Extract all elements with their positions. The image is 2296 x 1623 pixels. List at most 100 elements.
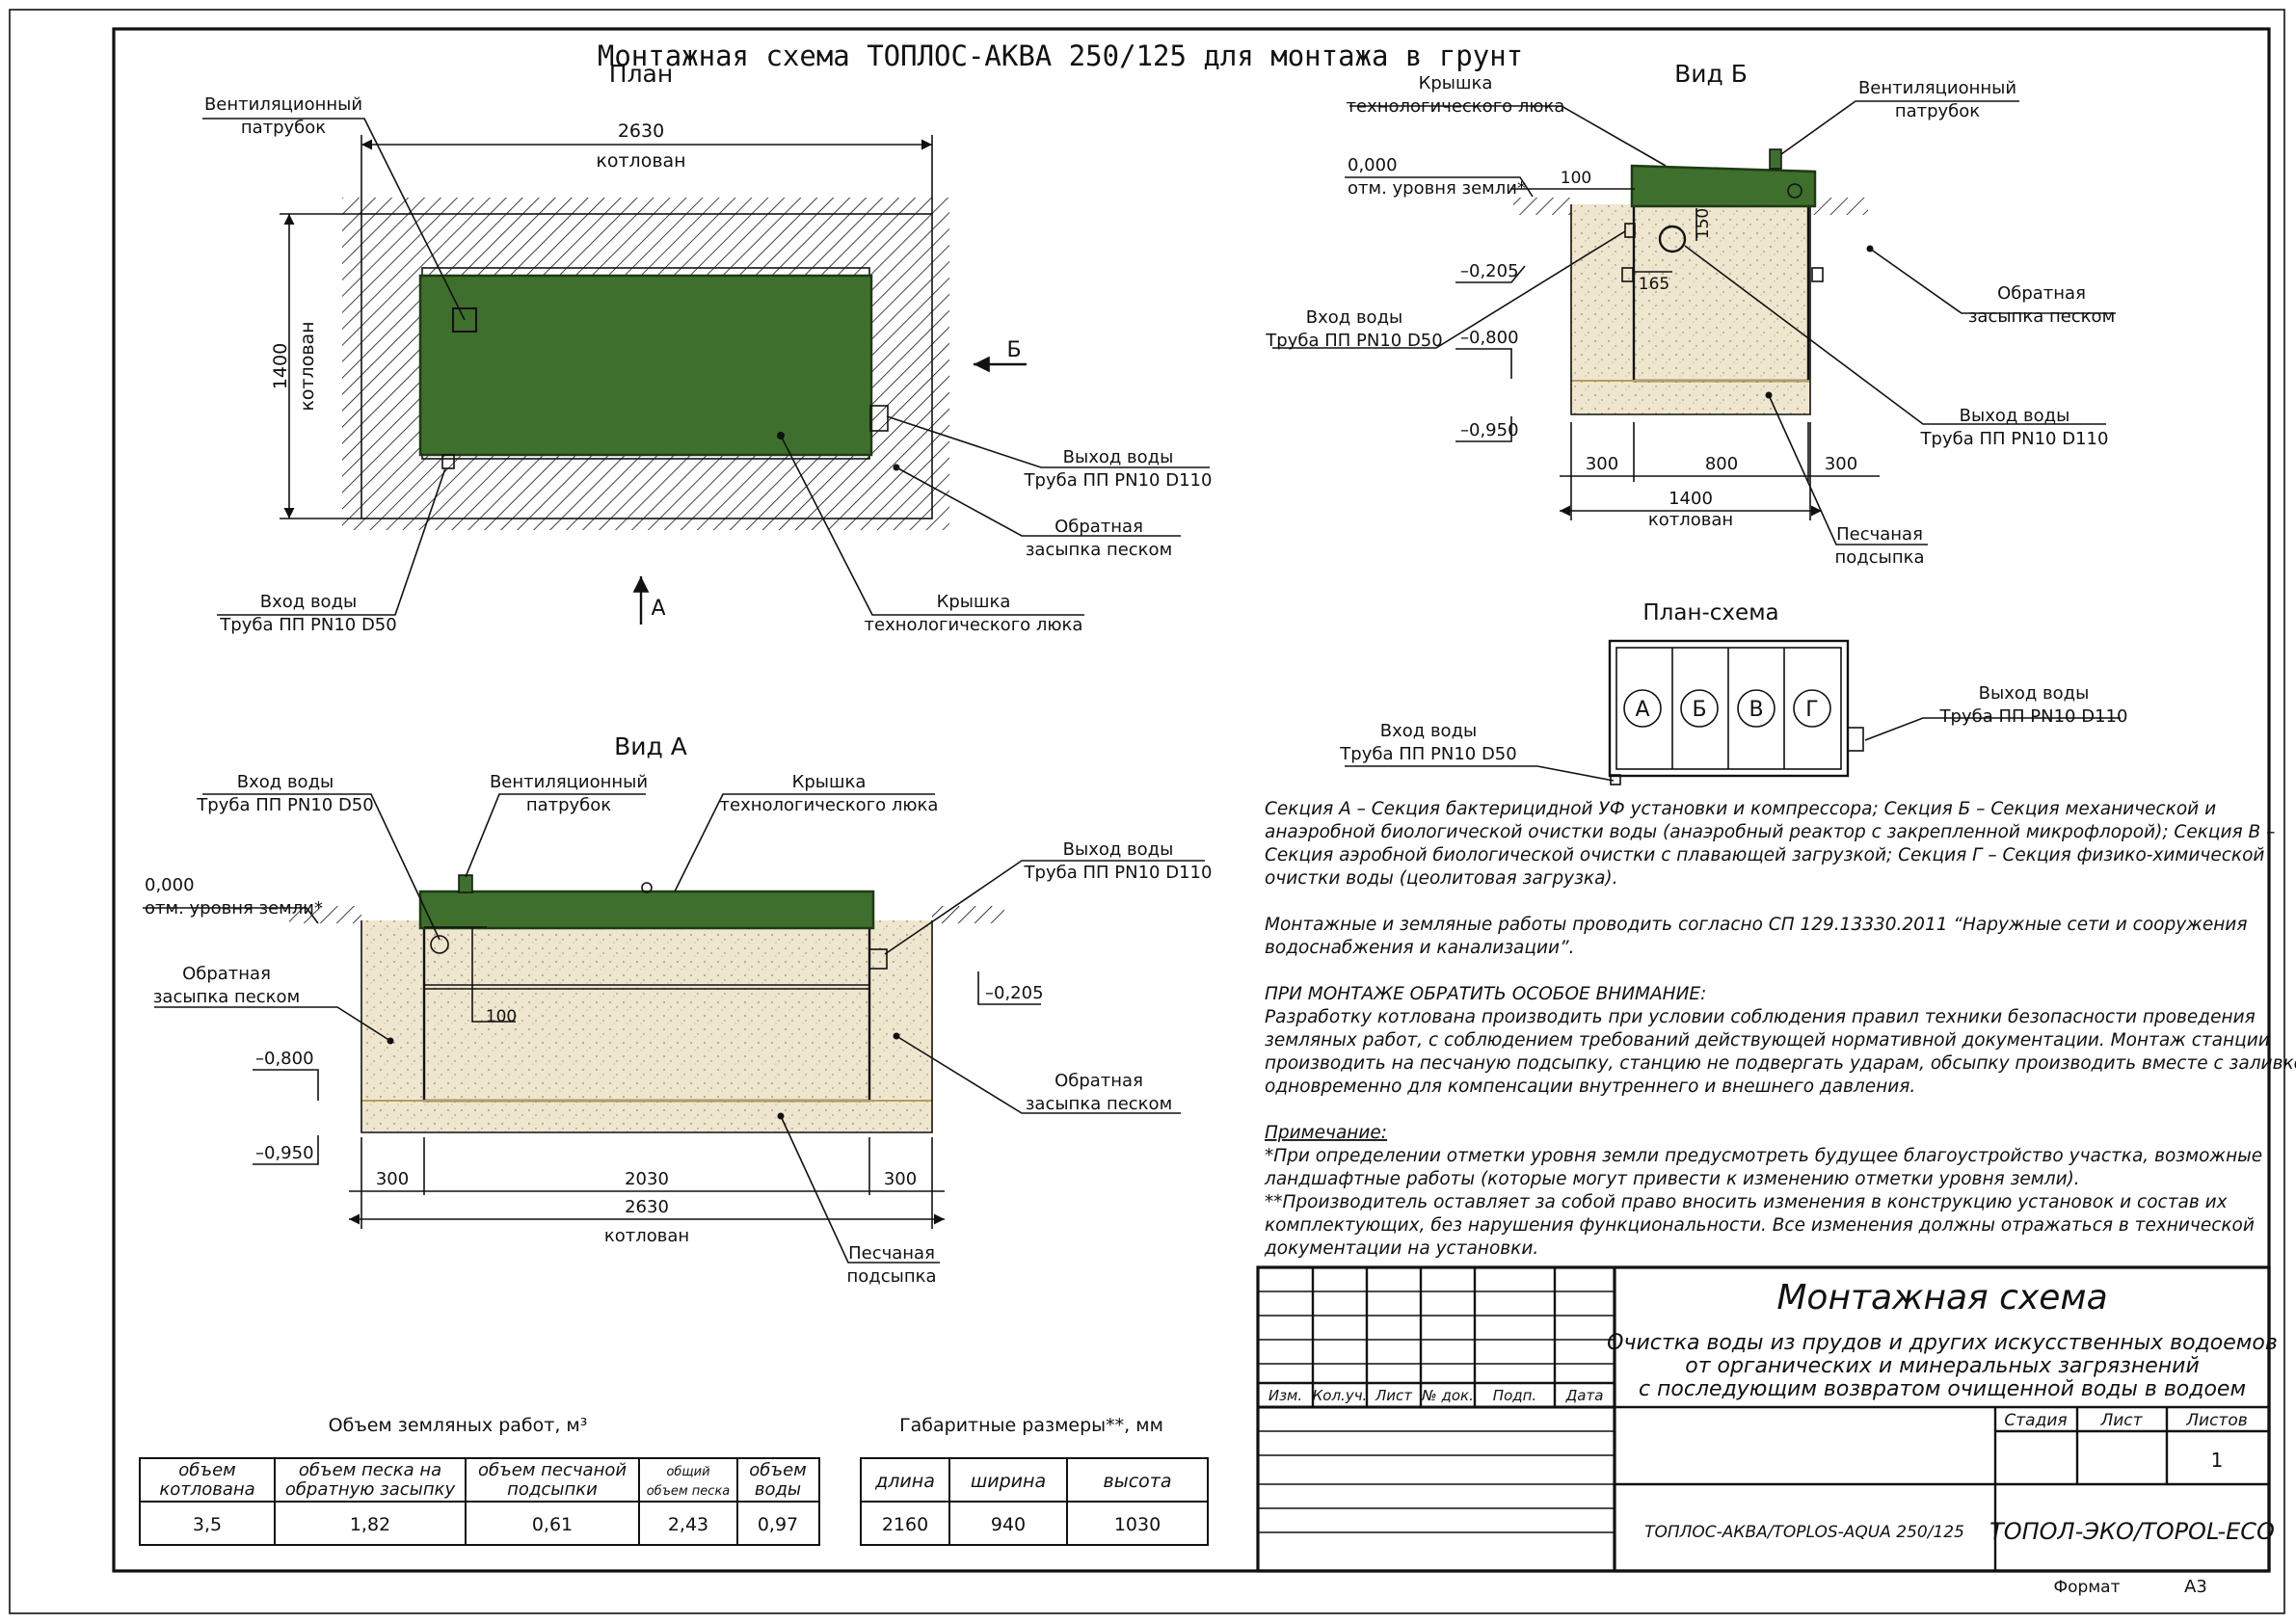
view-b-backfill-label-2: засыпка песком xyxy=(1968,306,2115,327)
view-a-lid-label-1: Крышка xyxy=(792,772,867,792)
earthworks-header: объем xyxy=(178,1460,235,1480)
view-a-lid-label-2: технологического люка xyxy=(720,795,939,815)
view-a-ground-label: отм. уровня земли* xyxy=(145,898,323,918)
view-b-sand-label-2: подсыпка xyxy=(1834,547,1924,568)
view-b-vent-label-2: патрубок xyxy=(1895,101,1980,121)
notes-line: *При определении отметки уровня земли пр… xyxy=(1265,1146,2262,1166)
earthworks-value: 0,61 xyxy=(532,1514,573,1535)
scheme-outlet-pipe xyxy=(1847,727,1864,752)
view-a: Вид А Вход воды Труба ПП PN10 D50 Вентил… xyxy=(143,732,1212,1287)
scheme-section-a: А xyxy=(1635,698,1649,722)
scheme-outlet-label-1: Выход воды xyxy=(1979,683,2090,704)
view-b-backfill-label-1: Обратная xyxy=(1997,283,2086,304)
view-a-vent-label-2: патрубок xyxy=(526,795,611,815)
view-b-dim-150: 150 xyxy=(1694,208,1713,239)
plan-tank-lid xyxy=(418,274,873,457)
view-b-total-note: котлован xyxy=(1648,510,1733,530)
outer-frame xyxy=(9,9,2285,1614)
plan-lid-leader xyxy=(780,435,1084,616)
notes-line: одновременно для компенсации внутреннего… xyxy=(1265,1077,1915,1097)
notes-line: **Производитель оставляет за собой право… xyxy=(1265,1192,2229,1212)
notes-line: Секция аэробной биологической очистки с … xyxy=(1265,845,2264,865)
earthworks-header: обратную засыпку xyxy=(285,1479,456,1500)
dimensions-value: 2160 xyxy=(882,1514,928,1535)
plan-vent-label-2: патрубок xyxy=(241,118,326,138)
plan-vent-pipe xyxy=(452,307,477,333)
view-a-sand-label-1: Песчаная xyxy=(848,1243,935,1264)
view-b-dim-165: 165 xyxy=(1639,275,1669,294)
view-b: Вид Б Крышка технологического люка Венти… xyxy=(1265,60,2116,568)
plan-view: План 2630 котлован 1400 котлован Б А Вен… xyxy=(202,60,1212,635)
view-b-sand-label-1: Песчаная xyxy=(1836,524,1923,545)
view-b-outlet-label-1: Выход воды xyxy=(1960,406,2070,426)
title-block-desc-1: Очистка воды из прудов и других искусств… xyxy=(1607,1331,2278,1355)
view-b-ground-right xyxy=(1810,198,1868,215)
view-a-vent-label-1: Вентиляционный xyxy=(490,772,648,792)
view-a-backfill-right-2: засыпка песком xyxy=(1026,1094,1172,1114)
plan-lid-label-2: технологического люка xyxy=(865,615,1083,635)
title-block-product: ТОПЛОС-АКВА/TOPLOS-AQUA 250/125 xyxy=(1644,1523,1964,1542)
title-block-heading: Монтажная схема xyxy=(1776,1278,2107,1317)
notes-line: ландшафтные работы (которые могут привес… xyxy=(1264,1169,2080,1189)
view-a-level-950: –0,950 xyxy=(255,1143,314,1163)
view-b-ground-leader xyxy=(1345,176,1534,198)
plan-outlet-label-2: Труба ПП PN10 D110 xyxy=(1024,470,1213,491)
view-b-lid-label-1: Крышка xyxy=(1419,73,1493,93)
notes-line: ПРИ МОНТАЖЕ ОБРАТИТЬ ОСОБОЕ ВНИМАНИЕ: xyxy=(1265,984,1706,1004)
notes-line: земляных работ, с соблюдением требований… xyxy=(1265,1030,2270,1051)
dimensions-header: высота xyxy=(1104,1471,1172,1492)
notes-line: производить на песчаную подсыпку, станци… xyxy=(1265,1053,2296,1074)
view-a-dim-300-left: 300 xyxy=(376,1169,409,1189)
earthworks-header: котлована xyxy=(159,1479,254,1500)
earthworks-header: воды xyxy=(755,1479,801,1500)
plan-width-note: котлован xyxy=(596,150,685,172)
view-b-inlet-leader xyxy=(1272,230,1626,349)
dimensions-header: ширина xyxy=(971,1471,1046,1492)
notes-line: Секция А – Секция бактерицидной УФ устан… xyxy=(1265,799,2216,819)
plan-inlet-label-2: Труба ПП PN10 D50 xyxy=(219,615,396,635)
plan-backfill-leader xyxy=(895,466,1181,537)
earthworks-header: объем песка на xyxy=(299,1460,441,1480)
view-b-vent-leader xyxy=(1780,100,2019,155)
notes-line: комплектующих, без нарушения функциональ… xyxy=(1265,1215,2255,1236)
view-b-lid xyxy=(1630,164,1817,208)
earthworks-value: 2,43 xyxy=(668,1514,708,1535)
view-b-vent-label-1: Вентиляционный xyxy=(1858,78,2016,98)
plan-inlet-label-1: Вход воды xyxy=(260,592,357,612)
view-b-ground-left xyxy=(1513,198,1571,215)
scheme-inlet-label-2: Труба ПП PN10 D50 xyxy=(1339,744,1516,764)
earthworks-header: общий xyxy=(666,1465,709,1479)
view-a-total: 2630 xyxy=(625,1197,669,1217)
plan-backfill-label-2: засыпка песком xyxy=(1026,540,1172,560)
scheme-section-g: Г xyxy=(1805,698,1818,722)
earthworks-caption: Объем земляных работ, м³ xyxy=(329,1415,588,1436)
view-b-inlet-label-1: Вход воды xyxy=(1306,307,1402,328)
format-value: А3 xyxy=(2184,1577,2207,1597)
title-block-company: ТОПОЛ-ЭКО/TOPOL-ECO xyxy=(1989,1518,2275,1545)
view-a-outlet-label-2: Труба ПП PN10 D110 xyxy=(1024,863,1213,883)
view-a-vent-pipe xyxy=(458,874,473,893)
view-b-ground-value: 0,000 xyxy=(1348,155,1398,175)
view-a-dim-300-right: 300 xyxy=(884,1169,917,1189)
view-a-inlet-label-2: Труба ПП PN10 D50 xyxy=(196,795,373,815)
view-a-backfill-left-2: засыпка песком xyxy=(153,987,300,1007)
earthworks-header: объем xyxy=(749,1460,806,1480)
view-a-sand-label-2: подсыпка xyxy=(846,1266,936,1287)
plan-title: План xyxy=(609,60,673,88)
plan-scheme: План-схема А Б В Г Выход воды Труба ПП P… xyxy=(1339,600,2127,785)
plan-inlet-pipe xyxy=(441,454,455,469)
dimensions-value: 1030 xyxy=(1114,1514,1161,1535)
earthworks-value: 1,82 xyxy=(350,1514,390,1535)
view-a-backfill-left-1: Обратная xyxy=(182,964,271,984)
notes-block: Секция А – Секция бактерицидной УФ устан… xyxy=(1264,799,2296,1259)
dimensions-caption: Габаритные размеры**, мм xyxy=(899,1415,1163,1436)
view-a-dim-2030: 2030 xyxy=(625,1169,669,1189)
earthworks-header: объем песчаной xyxy=(478,1460,627,1480)
view-a-outlet-pipe xyxy=(868,948,888,970)
view-b-dim-300-left: 300 xyxy=(1586,454,1618,474)
plan-inlet-leader xyxy=(217,467,446,616)
plan-lid-label-1: Крышка xyxy=(937,592,1011,612)
view-a-lid xyxy=(418,890,875,930)
view-b-sand xyxy=(1571,204,1810,414)
